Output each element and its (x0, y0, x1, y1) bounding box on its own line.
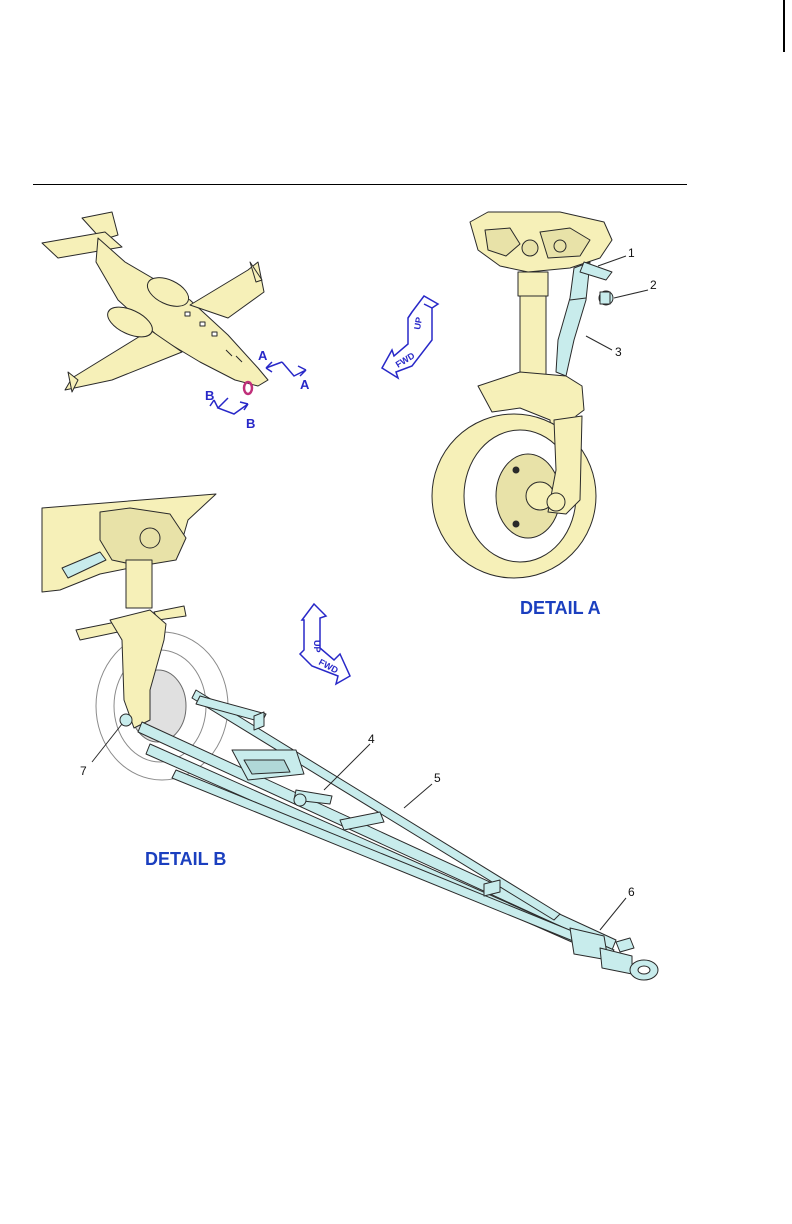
callout-6: 6 (628, 885, 635, 899)
detail-b-title: DETAIL B (145, 849, 226, 869)
callout-5: 5 (434, 771, 441, 785)
orientation-up-label-top: UP (412, 316, 424, 330)
orientation-arrow-bottom (300, 604, 350, 684)
aircraft-overview (42, 212, 268, 394)
callout-3: 3 (615, 345, 622, 359)
view-letter-b-top: B (205, 388, 214, 403)
view-letter-a-top: A (258, 348, 268, 363)
detail-a-title: DETAIL A (520, 598, 601, 618)
callout-4: 4 (368, 732, 375, 746)
view-letter-b-bottom: B (246, 416, 255, 431)
view-letter-a-bottom: A (300, 377, 310, 392)
callout-7: 7 (80, 764, 87, 778)
orientation-up-label-bottom: UP (312, 640, 322, 653)
callout-1: 1 (628, 246, 635, 260)
detail-a-nose-gear (432, 212, 613, 578)
orientation-arrow-top (382, 296, 438, 378)
callout-2: 2 (650, 278, 657, 292)
detail-b-tow-assembly (42, 494, 658, 980)
